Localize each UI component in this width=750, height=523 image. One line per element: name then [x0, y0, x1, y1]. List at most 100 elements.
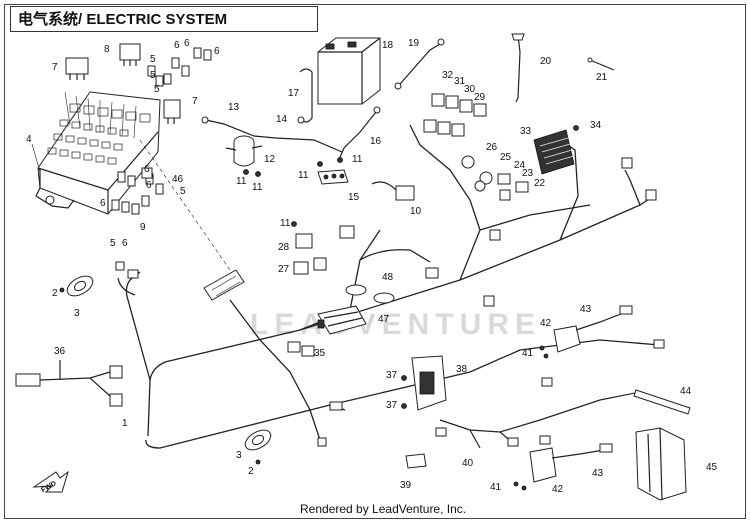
- callout-c24: 24: [514, 160, 526, 171]
- callout-c29: 29: [474, 92, 486, 103]
- connector-27[interactable]: [293, 257, 327, 275]
- harness-connectors-right[interactable]: [483, 157, 665, 387]
- callout-c19: 19: [408, 38, 420, 49]
- callout-c6d: 6: [144, 164, 150, 175]
- battery-cable-16[interactable]: [337, 106, 381, 163]
- callout-c36: 36: [54, 346, 66, 357]
- callout-c5b: 5: [150, 70, 156, 81]
- connector-28[interactable]: [295, 233, 313, 249]
- sub-harness-40[interactable]: [435, 391, 641, 449]
- callout-c48: 48: [382, 272, 394, 283]
- callout-c6a: 6: [174, 40, 180, 51]
- sensor-42-lower[interactable]: [513, 447, 557, 491]
- callout-c25: 25: [500, 152, 512, 163]
- callout-c18: 18: [382, 40, 394, 51]
- clip-21[interactable]: [587, 57, 615, 71]
- connectors-22-26[interactable]: [461, 155, 529, 201]
- callout-c12: 12: [264, 154, 276, 165]
- callout-c3a: 3: [74, 308, 80, 319]
- callout-c45: 45: [706, 462, 718, 473]
- callout-c20: 20: [540, 56, 552, 67]
- callout-c6g: 6: [146, 180, 152, 191]
- callout-c6f: 6: [122, 238, 128, 249]
- callout-c5a: 5: [150, 54, 156, 65]
- callout-c11c: 11: [298, 170, 309, 181]
- callout-c34: 34: [590, 120, 602, 131]
- callout-c11a: 11: [236, 176, 247, 187]
- callout-c9: 9: [140, 222, 146, 233]
- callout-c38: 38: [456, 364, 468, 375]
- title-box: [10, 6, 318, 32]
- callout-c42b: 42: [552, 484, 564, 495]
- cable-tie-20[interactable]: [511, 33, 525, 103]
- ecu-47[interactable]: [317, 305, 367, 335]
- connector-near-10[interactable]: [339, 225, 439, 279]
- callout-c26: 26: [486, 142, 498, 153]
- callout-c16: 16: [370, 136, 382, 147]
- callout-c43b: 43: [592, 468, 604, 479]
- horn-lower[interactable]: [242, 426, 274, 465]
- sensor-42-upper[interactable]: [539, 325, 581, 359]
- harness-connector-lower[interactable]: [317, 401, 343, 447]
- callout-c7b: 7: [192, 96, 198, 107]
- strap-44[interactable]: [633, 389, 691, 415]
- callout-c5e: 5: [110, 238, 116, 249]
- callout-c32: 32: [442, 70, 454, 81]
- callout-c10: 10: [410, 206, 422, 217]
- connector-39[interactable]: [405, 453, 427, 469]
- connector-35[interactable]: [287, 341, 315, 357]
- sub-harness-36[interactable]: [15, 360, 123, 407]
- relay-group-29-32[interactable]: [423, 93, 487, 137]
- callout-c7a: 7: [52, 62, 58, 73]
- callout-c30: 30: [464, 84, 476, 95]
- callout-c28: 28: [278, 242, 290, 253]
- callout-c6b: 6: [184, 38, 190, 49]
- cable-13-14[interactable]: [201, 116, 343, 153]
- diagram-frame: [4, 4, 746, 519]
- connector-10[interactable]: [371, 181, 415, 201]
- callout-c2a: 2: [52, 288, 58, 299]
- sensor-cable-43-upper[interactable]: [575, 305, 633, 331]
- connector-46[interactable]: [141, 167, 153, 179]
- starter-solenoid[interactable]: [225, 135, 263, 167]
- ground-bus-15[interactable]: [317, 169, 349, 185]
- callout-c4: 4: [26, 134, 32, 145]
- callout-c37a: 37: [386, 370, 398, 381]
- callout-c13: 13: [228, 102, 240, 113]
- bolts-11[interactable]: [243, 157, 343, 227]
- watermark: LEADVENTURE: [250, 308, 542, 341]
- callout-c31: 31: [454, 76, 466, 87]
- callout-c41a: 41: [522, 348, 534, 359]
- sensor-cable-43-lower[interactable]: [551, 443, 613, 459]
- callout-c6e: 6: [100, 198, 106, 209]
- callout-c42a: 42: [540, 318, 552, 329]
- horn-upper[interactable]: [59, 272, 96, 300]
- callout-c39: 39: [400, 480, 412, 491]
- mini-fuses-top[interactable]: [147, 47, 212, 87]
- relay-7-top[interactable]: [65, 57, 89, 80]
- callout-c21: 21: [596, 72, 608, 83]
- fuse-box[interactable]: [35, 91, 161, 215]
- sleeves-48[interactable]: [345, 284, 395, 304]
- callout-c33: 33: [520, 126, 532, 137]
- callout-c11d: 11: [352, 154, 363, 165]
- callout-c2b: 2: [248, 466, 254, 477]
- callout-c43a: 43: [580, 304, 592, 315]
- center-fuse-block[interactable]: [203, 269, 245, 301]
- bracket-45[interactable]: [635, 427, 687, 501]
- battery-cable-19[interactable]: [394, 38, 445, 90]
- voltage-regulator[interactable]: [533, 125, 579, 175]
- callout-c3b: 3: [236, 450, 242, 461]
- battery-cable-17[interactable]: [297, 68, 313, 124]
- relay-8[interactable]: [119, 43, 141, 66]
- callout-c6c: 6: [214, 46, 220, 57]
- diagram-title: 电气系统/ ELECTRIC SYSTEM: [18, 11, 228, 28]
- harness-connector-top-left[interactable]: [115, 261, 139, 279]
- callout-c14: 14: [276, 114, 288, 125]
- battery[interactable]: [317, 37, 381, 105]
- relay-7-right[interactable]: [163, 99, 181, 124]
- forward-arrow: FWD: [32, 470, 69, 494]
- module-38[interactable]: [401, 355, 447, 411]
- callout-c40: 40: [462, 458, 474, 469]
